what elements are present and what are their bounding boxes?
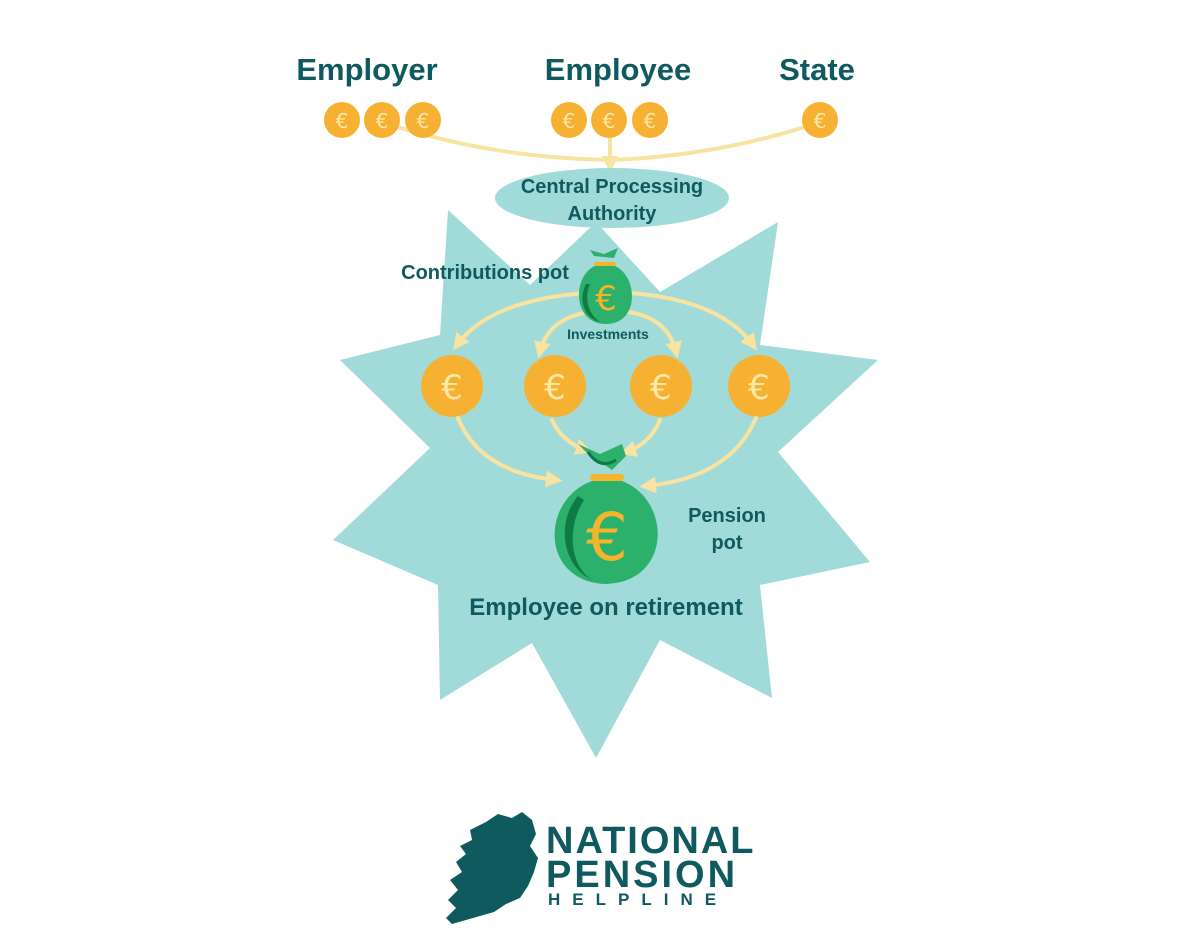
logo-line-national: NATIONAL (546, 820, 756, 862)
investment-arrows (453, 291, 757, 359)
euro-coin-icon: € (324, 102, 360, 138)
euro-coin-icon: € (524, 355, 586, 417)
coin-symbol: € (814, 109, 827, 133)
euro-coin-icon: € (405, 102, 441, 138)
investments-label: Investments (567, 326, 649, 342)
employee-label: Employee (544, 52, 692, 87)
logo-line-pension: PENSION (546, 854, 739, 896)
bag-symbol: € (595, 279, 617, 319)
cpa-ellipse (495, 168, 729, 228)
euro-coin-icon: € (728, 355, 790, 417)
investment-coins: € € € € (421, 355, 790, 417)
coin-symbol: € (376, 109, 389, 133)
cpa-label-line1: Central Processing (520, 176, 704, 198)
coin-symbol: € (563, 109, 576, 133)
pension-pot-label-line2: pot (711, 532, 743, 554)
state-label: State (779, 52, 855, 87)
state-coins: € (802, 102, 838, 138)
coin-symbol: € (748, 368, 770, 408)
coin-symbol: € (417, 109, 430, 133)
employer-coins: € € € (324, 102, 441, 138)
euro-coin-icon: € (591, 102, 627, 138)
pension-pot-label: Pension pot (672, 503, 782, 557)
retirement-label: Employee on retirement (469, 594, 743, 621)
coin-symbol: € (441, 368, 463, 408)
pension-pot-icon: € (554, 444, 658, 584)
pension-pot-label-line1: Pension (688, 505, 766, 527)
euro-coin-icon: € (632, 102, 668, 138)
euro-coin-icon: € (551, 102, 587, 138)
contributions-pot-label: Contributions pot (401, 262, 569, 284)
euro-coin-icon: € (364, 102, 400, 138)
coin-symbol: € (644, 109, 657, 133)
euro-coin-icon: € (802, 102, 838, 138)
employer-label: Employer (296, 52, 438, 87)
employee-coins: € € € (551, 102, 668, 138)
euro-coin-icon: € (421, 355, 483, 417)
coin-symbol: € (336, 109, 349, 133)
pension-arrows (456, 416, 758, 494)
ireland-map-icon (446, 812, 538, 924)
euro-coin-icon: € (630, 355, 692, 417)
pension-pot-symbol: € (586, 499, 628, 576)
coin-symbol: € (544, 368, 566, 408)
logo-line-helpline: HELPLINE (548, 890, 729, 909)
coin-symbol: € (650, 368, 672, 408)
cpa-label-line2: Authority (567, 203, 657, 225)
coin-symbol: € (603, 109, 616, 133)
money-bag-icon: € (578, 248, 632, 324)
cpa-label: Central Processing Authority (498, 174, 726, 228)
